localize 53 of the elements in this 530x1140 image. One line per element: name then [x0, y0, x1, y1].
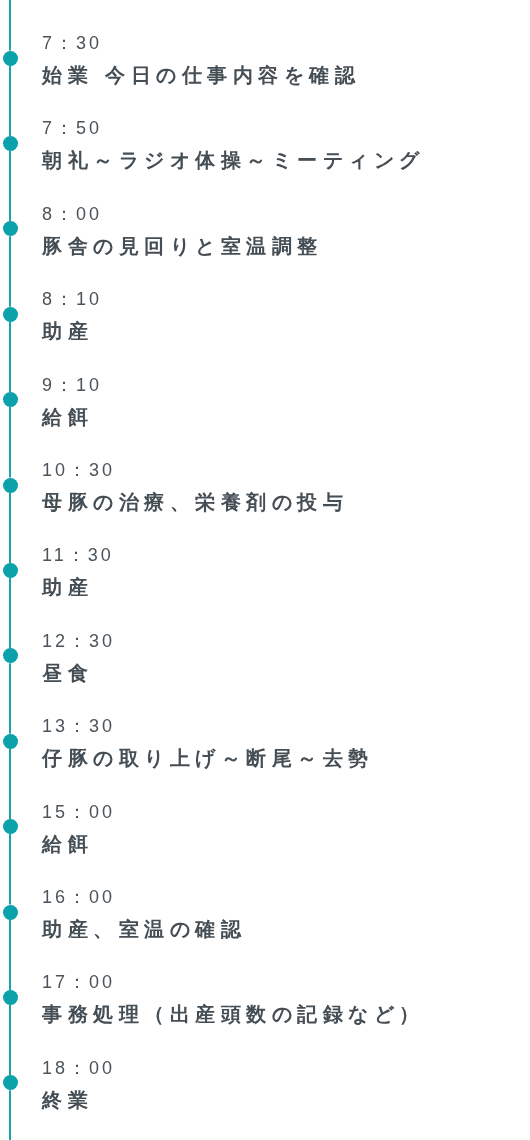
timeline-dot — [2, 819, 18, 835]
timeline-dot — [2, 648, 18, 664]
timeline-line — [9, 64, 11, 137]
task-label: 助産、室温の確認 — [42, 917, 246, 941]
timeline-dot — [2, 477, 18, 493]
timeline-dot — [2, 562, 18, 578]
time-label: 9：10 — [42, 373, 103, 396]
timeline-line — [9, 833, 11, 906]
timeline-dot — [2, 904, 18, 920]
task-label: 助産 — [42, 319, 93, 344]
timeline-line — [9, 747, 11, 821]
time-label: 17：00 — [42, 971, 116, 994]
task-label: 仔豚の取り上げ～断尾～去勢 — [42, 746, 374, 771]
time-label: 11：30 — [42, 544, 114, 567]
time-label: 18：00 — [42, 1056, 116, 1079]
timeline-line — [9, 235, 11, 308]
timeline-dot — [2, 989, 18, 1005]
timeline-line — [9, 1003, 11, 1077]
task-label: 豚舎の見回りと室温調整 — [42, 233, 323, 258]
time-label: 16：00 — [42, 886, 116, 908]
task-label: 給餌 — [42, 404, 93, 429]
task-label: 終業 — [42, 1087, 93, 1112]
time-label: 8：00 — [42, 202, 103, 225]
timeline-dot — [2, 733, 18, 749]
task-label: 助産 — [42, 575, 93, 600]
timeline-dot — [2, 1075, 18, 1091]
task-label: 事務処理（出産頭数の記録など） — [42, 1002, 425, 1027]
time-label: 7：30 — [42, 32, 103, 54]
timeline-line — [9, 576, 11, 650]
timeline-dot — [2, 135, 18, 151]
task-label: 母豚の治療、栄養剤の投与 — [42, 490, 348, 514]
timeline-line — [9, 320, 11, 394]
time-label: 15：00 — [42, 800, 116, 823]
timeline-line — [9, 491, 11, 564]
time-label: 7：50 — [42, 117, 103, 140]
task-label: 始業 今日の仕事内容を確認 — [42, 63, 361, 87]
timeline-line — [9, 1089, 11, 1140]
time-label: 12：30 — [42, 629, 116, 652]
timeline-dot — [2, 306, 18, 322]
timeline-line — [9, 406, 11, 479]
timeline-line — [9, 149, 11, 223]
task-label: 給餌 — [42, 831, 93, 856]
timeline-dot — [2, 50, 18, 66]
time-label: 13：30 — [42, 715, 116, 738]
time-label: 8：10 — [42, 288, 103, 311]
timeline-line — [9, 662, 11, 735]
timeline-line — [9, 0, 11, 52]
task-label: 昼食 — [42, 660, 93, 685]
timeline-dot — [2, 221, 18, 237]
time-label: 10：30 — [42, 459, 116, 481]
timeline-line — [9, 918, 11, 991]
timeline-dot — [2, 392, 18, 408]
task-label: 朝礼～ラジオ体操～ミーティング — [42, 148, 425, 173]
